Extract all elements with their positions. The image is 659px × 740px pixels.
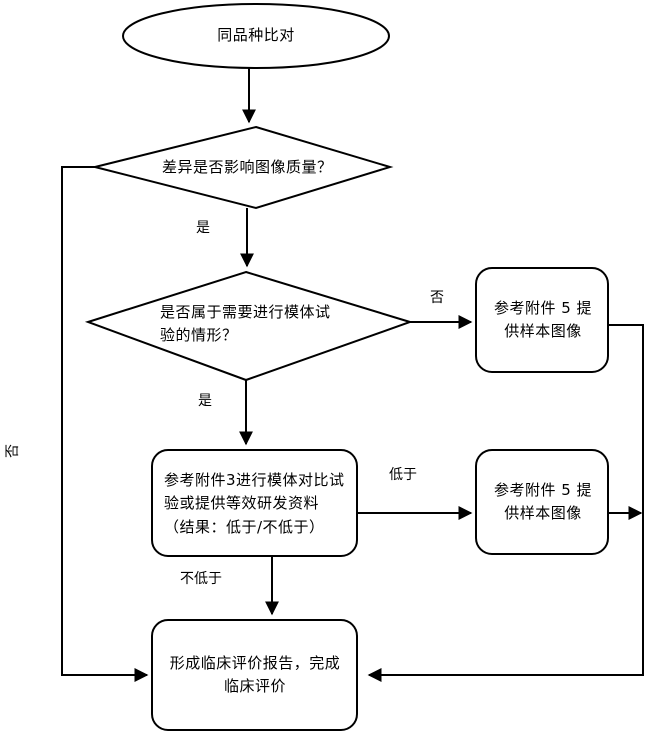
edge-quality-no-bypass — [61, 166, 149, 682]
edge-label-quality-no: 否 — [5, 444, 21, 458]
decision-image-quality-shape[interactable] — [94, 125, 394, 210]
start-node-shape[interactable] — [122, 3, 390, 69]
edge-label-quality-yes: 是 — [196, 220, 210, 236]
edge-label-phantom-yes: 是 — [198, 393, 212, 409]
edge-label-phantom-no: 否 — [430, 290, 444, 306]
decision-phantom-test-shape[interactable] — [84, 270, 414, 382]
edge-sample-top-to-right-rail — [367, 324, 644, 682]
process-sample-image-top-shape[interactable] — [475, 267, 609, 373]
process-report-shape[interactable] — [151, 619, 358, 731]
process-phantom-shape[interactable] — [151, 449, 358, 557]
process-sample-image-bottom-shape[interactable] — [475, 449, 609, 555]
edge-label-result-lower: 低于 — [389, 467, 417, 483]
edge-label-result-not-lower: 不低于 — [180, 571, 222, 587]
